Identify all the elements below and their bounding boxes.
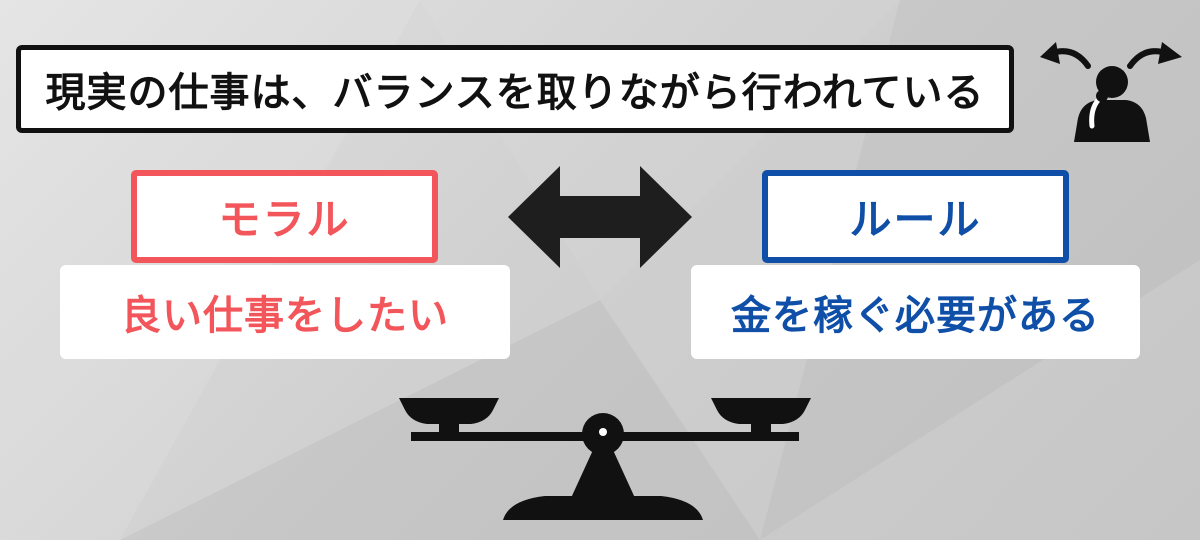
balance-scale-icon (399, 398, 811, 520)
double-headed-arrow-icon (508, 166, 692, 268)
rule-label-box: ルール (762, 170, 1069, 263)
rule-label: ルール (849, 195, 982, 244)
rule-description-box: 金を稼ぐ必要がある (691, 265, 1140, 359)
headline-text: 現実の仕事は、バランスを取りながら行われている (45, 70, 985, 116)
headline-box: 現実の仕事は、バランスを取りながら行われている (16, 45, 1014, 133)
moral-description: 良い仕事をしたい (121, 293, 449, 339)
moral-description-box: 良い仕事をしたい (60, 265, 510, 359)
thinking-person-icon (1040, 42, 1182, 142)
rule-description: 金を稼ぐ必要がある (731, 293, 1100, 339)
moral-label-box: モラル (131, 170, 438, 263)
moral-label: モラル (218, 195, 351, 244)
